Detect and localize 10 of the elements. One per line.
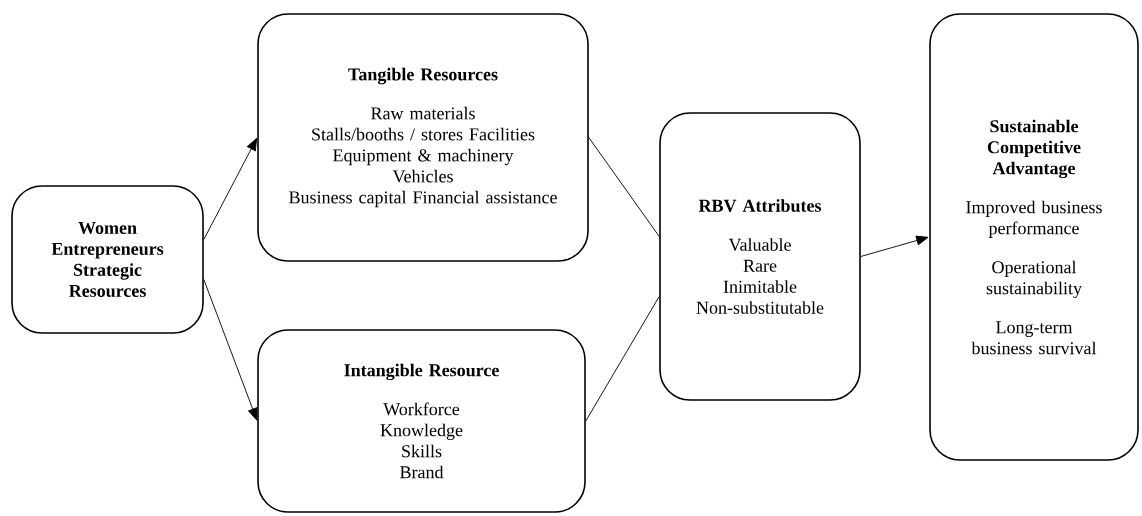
arrow bbox=[203, 279, 258, 421]
process-box: Women Entrepreneurs Strategic Resources bbox=[11, 185, 204, 334]
process-box: RBV Attributes Valuable Rare Inimitable Non-substitutable bbox=[659, 112, 861, 401]
arrow bbox=[860, 235, 929, 257]
arrow bbox=[203, 138, 258, 240]
process-box: Tangible Resources Raw materials Stalls/booths / stores Facilities Equipment & machinery Vehicles Business capital Financial assistance bbox=[257, 13, 589, 262]
connector-line bbox=[585, 296, 660, 422]
process-box: Intangible Resource Workforce Knowledge Skills Brand bbox=[257, 329, 586, 513]
process-box: Sustainable Competitive Advantage Improved business performance Operational sustainability Long-term business survival bbox=[929, 13, 1139, 461]
connector-line bbox=[588, 137, 660, 237]
